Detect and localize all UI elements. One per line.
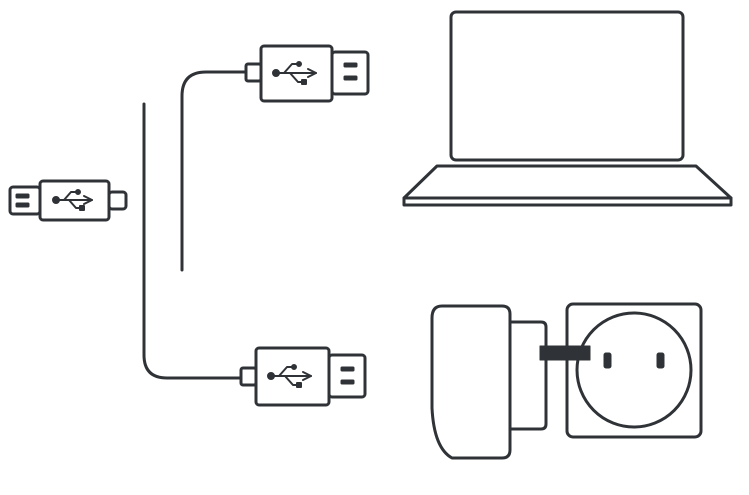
- usb-symbol-icon: [267, 364, 312, 388]
- wall-socket-icon: [539, 302, 703, 439]
- usb-symbol-icon: [272, 61, 317, 85]
- usb-plug-icon: [8, 179, 128, 222]
- usb-plug-icon: [239, 346, 367, 407]
- cable-icon: [142, 70, 248, 380]
- laptop-icon: [402, 10, 733, 207]
- usb-symbol-icon: [52, 189, 93, 211]
- usb-plug-icon: [244, 44, 370, 103]
